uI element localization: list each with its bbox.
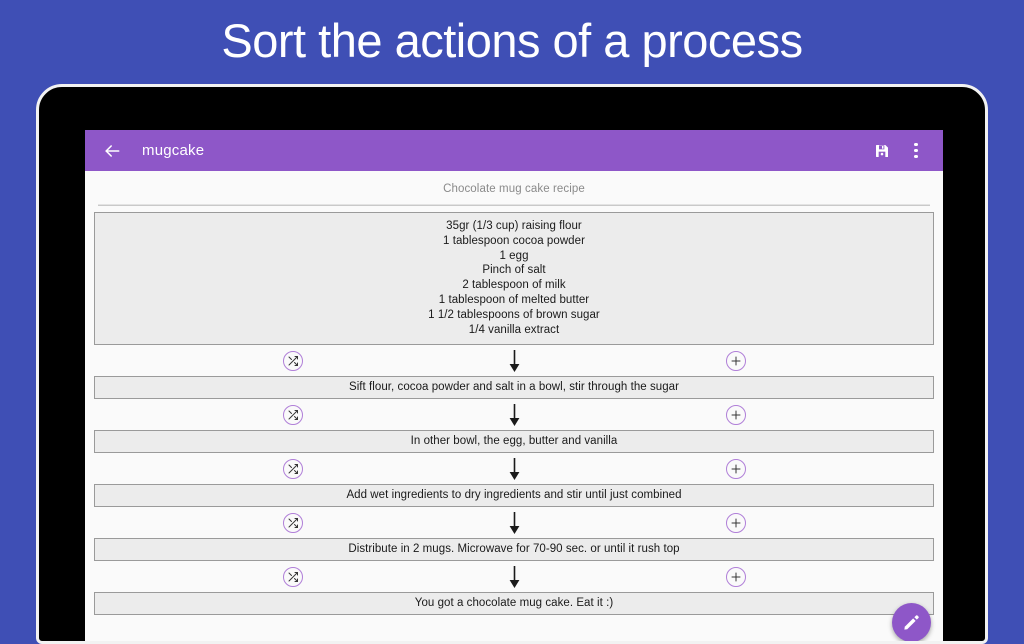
- connector-row: [94, 399, 934, 430]
- ingredient-line: 2 tablespoon of milk: [462, 279, 566, 292]
- arrow-down-icon: [507, 403, 521, 427]
- add-plus-icon[interactable]: [726, 566, 746, 587]
- shuffle-icon[interactable]: [283, 566, 303, 587]
- shuffle-icon[interactable]: [283, 512, 303, 533]
- ingredients-box[interactable]: 35gr (1/3 cup) raising flour 1 tablespoo…: [94, 212, 934, 346]
- step-box[interactable]: Sift flour, cocoa powder and salt in a b…: [94, 376, 934, 400]
- shuffle-icon[interactable]: [283, 404, 303, 425]
- shuffle-icon[interactable]: [283, 458, 303, 479]
- save-floppy-icon[interactable]: [869, 138, 895, 164]
- app-title: mugcake: [142, 142, 205, 159]
- connector-row: [94, 453, 934, 484]
- ingredient-line: 1 1/2 tablespoons of brown sugar: [428, 308, 600, 321]
- ingredient-line: 1/4 vanilla extract: [468, 323, 560, 336]
- step-box[interactable]: You got a chocolate mug cake. Eat it :): [94, 592, 934, 616]
- back-arrow-icon[interactable]: [99, 138, 125, 164]
- add-plus-icon[interactable]: [726, 512, 746, 533]
- step-box[interactable]: Distribute in 2 mugs. Microwave for 70-9…: [94, 538, 934, 562]
- arrow-down-icon: [507, 511, 521, 535]
- step-box[interactable]: Add wet ingredients to dry ingredients a…: [94, 484, 934, 508]
- connector-row: [94, 345, 934, 376]
- subtitle-divider: [98, 204, 930, 206]
- ingredient-line: 1 egg: [499, 249, 529, 262]
- add-plus-icon[interactable]: [726, 350, 746, 371]
- overflow-menu-icon[interactable]: [903, 138, 929, 164]
- recipe-content: Chocolate mug cake recipe 35gr (1/3 cup)…: [85, 171, 943, 641]
- ingredient-line: 1 tablespoon of melted butter: [438, 293, 590, 306]
- edit-pencil-icon: [904, 615, 919, 630]
- add-plus-icon[interactable]: [726, 458, 746, 479]
- app-screen: mugcake Chocolate mug cake recipe: [85, 130, 943, 641]
- shuffle-icon[interactable]: [283, 350, 303, 371]
- app-toolbar: mugcake: [85, 130, 943, 171]
- arrow-down-icon: [507, 457, 521, 481]
- promo-headline: Sort the actions of a process: [221, 14, 803, 67]
- step-box[interactable]: In other bowl, the egg, butter and vanil…: [94, 430, 934, 454]
- add-plus-icon[interactable]: [726, 404, 746, 425]
- overflow-dots: [914, 140, 918, 162]
- tablet-device-frame: mugcake Chocolate mug cake recipe: [36, 84, 988, 644]
- ingredient-line: 35gr (1/3 cup) raising flour: [446, 220, 582, 232]
- edit-fab-button[interactable]: [892, 603, 931, 641]
- ingredient-line: Pinch of salt: [482, 264, 546, 277]
- arrow-down-icon: [507, 349, 521, 373]
- arrow-down-icon: [507, 565, 521, 589]
- ingredient-line: 1 tablespoon cocoa powder: [443, 234, 585, 247]
- connector-row: [94, 561, 934, 592]
- recipe-subtitle: Chocolate mug cake recipe: [443, 183, 585, 195]
- connector-row: [94, 507, 934, 538]
